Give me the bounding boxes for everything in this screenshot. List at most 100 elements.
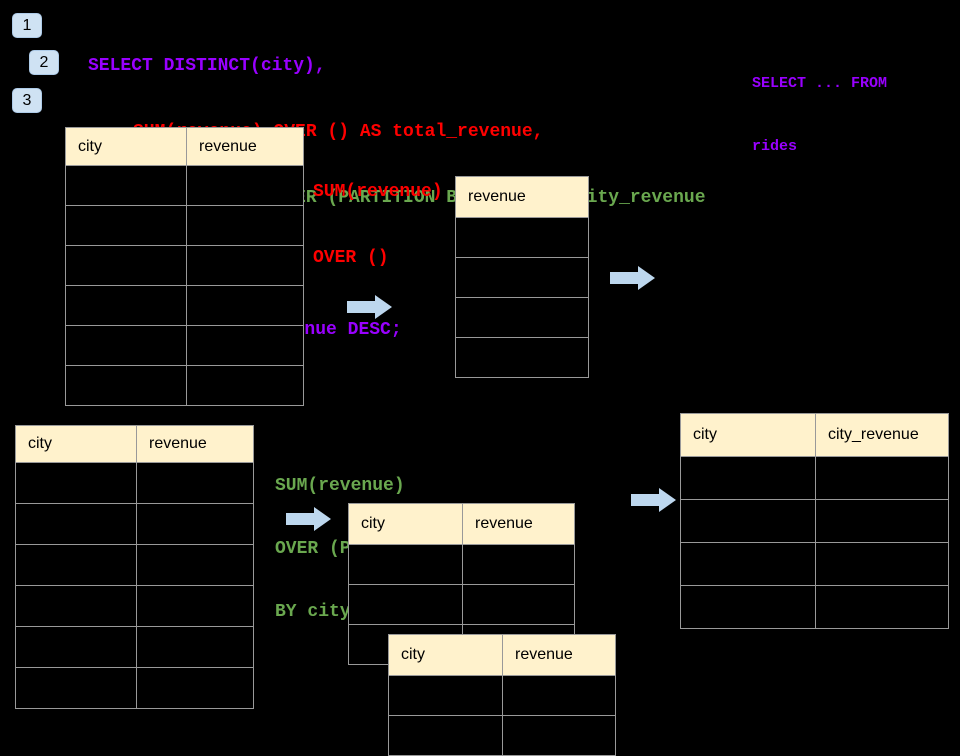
- header-cell-city: city: [348, 503, 463, 545]
- header-cell-revenue: revenue: [136, 425, 254, 463]
- empty-cell: [815, 456, 949, 500]
- empty-cell: [186, 245, 304, 286]
- header-cell-revenue: revenue: [462, 503, 575, 545]
- flow-arrow-total-result-icon: [610, 266, 655, 290]
- annotation-total-revenue: SUM(revenue) OVER (): [313, 137, 443, 291]
- header-cell-city: city: [65, 127, 187, 166]
- empty-cell: [680, 585, 816, 629]
- table-row: [65, 365, 304, 406]
- empty-cell: [815, 542, 949, 586]
- empty-cell: [136, 462, 254, 504]
- empty-cell: [136, 626, 254, 668]
- table-row: [680, 499, 949, 543]
- table-row: [455, 337, 589, 378]
- table-row: [15, 626, 254, 668]
- table-header-row: city revenue: [65, 127, 304, 166]
- header-cell-revenue: revenue: [502, 634, 616, 676]
- empty-cell: [186, 165, 304, 206]
- annotation-partition-line-1: SUM(revenue): [275, 476, 405, 496]
- flow-arrow-top-to-total-icon: [347, 295, 392, 319]
- empty-cell: [455, 257, 589, 298]
- empty-cell: [502, 715, 616, 756]
- empty-cell: [186, 365, 304, 406]
- empty-cell: [186, 325, 304, 366]
- table-header-row: city revenue: [348, 503, 575, 545]
- empty-cell: [65, 205, 187, 246]
- empty-cell: [388, 675, 503, 716]
- table-row: [65, 325, 304, 366]
- table-row: [15, 462, 254, 504]
- step-badge-1: 1: [12, 13, 42, 38]
- table-row: [388, 715, 616, 756]
- empty-cell: [15, 667, 137, 709]
- empty-cell: [815, 585, 949, 629]
- empty-cell: [680, 542, 816, 586]
- empty-cell: [65, 285, 187, 326]
- source-table-bottom: city revenue: [15, 425, 254, 709]
- header-cell-revenue: revenue: [455, 176, 589, 218]
- empty-cell: [15, 503, 137, 545]
- table-row: [15, 585, 254, 627]
- empty-cell: [348, 544, 463, 585]
- empty-cell: [65, 325, 187, 366]
- source-table-top: city revenue: [65, 127, 304, 406]
- table-row: [15, 503, 254, 545]
- empty-cell: [462, 544, 575, 585]
- empty-cell: [15, 462, 137, 504]
- step-badge-1-label: 1: [22, 16, 32, 34]
- empty-cell: [136, 667, 254, 709]
- partition-table-front: city revenue: [388, 634, 616, 756]
- table-header-row: city revenue: [388, 634, 616, 676]
- empty-cell: [348, 584, 463, 625]
- table-row: [15, 544, 254, 586]
- side-note-line-1: SELECT ... FROM: [752, 75, 888, 92]
- empty-cell: [15, 626, 137, 668]
- step-badge-3: 3: [12, 88, 42, 113]
- total-revenue-result-table: revenue: [455, 176, 589, 378]
- header-cell-city: city: [388, 634, 503, 676]
- empty-cell: [455, 217, 589, 258]
- step-badge-2-label: 2: [39, 53, 49, 71]
- header-cell-city-revenue: city_revenue: [815, 413, 949, 457]
- table-header-row: revenue: [455, 176, 589, 218]
- empty-cell: [455, 337, 589, 378]
- table-row: [455, 217, 589, 258]
- flow-arrow-bottom-to-partition-icon: [286, 507, 331, 531]
- side-note: SELECT ... FROM rides: [752, 31, 887, 178]
- empty-cell: [136, 585, 254, 627]
- empty-cell: [680, 456, 816, 500]
- empty-cell: [65, 165, 187, 206]
- empty-cell: [15, 585, 137, 627]
- table-row: [65, 205, 304, 246]
- table-row: [680, 585, 949, 629]
- empty-cell: [388, 715, 503, 756]
- table-row: [15, 667, 254, 709]
- side-note-line-2: rides: [752, 138, 798, 155]
- annotation-total-line-2: OVER (): [313, 248, 389, 268]
- table-row: [455, 257, 589, 298]
- table-row: [65, 165, 304, 206]
- empty-cell: [680, 499, 816, 543]
- header-cell-city: city: [680, 413, 816, 457]
- table-row: [388, 675, 616, 716]
- empty-cell: [815, 499, 949, 543]
- header-cell-city: city: [15, 425, 137, 463]
- table-row: [680, 542, 949, 586]
- table-row: [455, 297, 589, 338]
- empty-cell: [136, 544, 254, 586]
- header-cell-revenue: revenue: [186, 127, 304, 166]
- annotation-partition-line-3: BY city): [275, 602, 362, 622]
- sql-line-select: SELECT DISTINCT(city),: [88, 56, 326, 76]
- table-header-row: city revenue: [15, 425, 254, 463]
- annotation-total-line-1: SUM(revenue): [313, 182, 443, 202]
- empty-cell: [186, 285, 304, 326]
- empty-cell: [136, 503, 254, 545]
- step-badge-3-label: 3: [22, 91, 32, 109]
- final-result-table: city city_revenue: [680, 413, 949, 629]
- empty-cell: [15, 544, 137, 586]
- table-header-row: city city_revenue: [680, 413, 949, 457]
- flow-arrow-partition-to-final-icon: [631, 488, 676, 512]
- table-row: [348, 584, 575, 625]
- empty-cell: [462, 584, 575, 625]
- empty-cell: [65, 365, 187, 406]
